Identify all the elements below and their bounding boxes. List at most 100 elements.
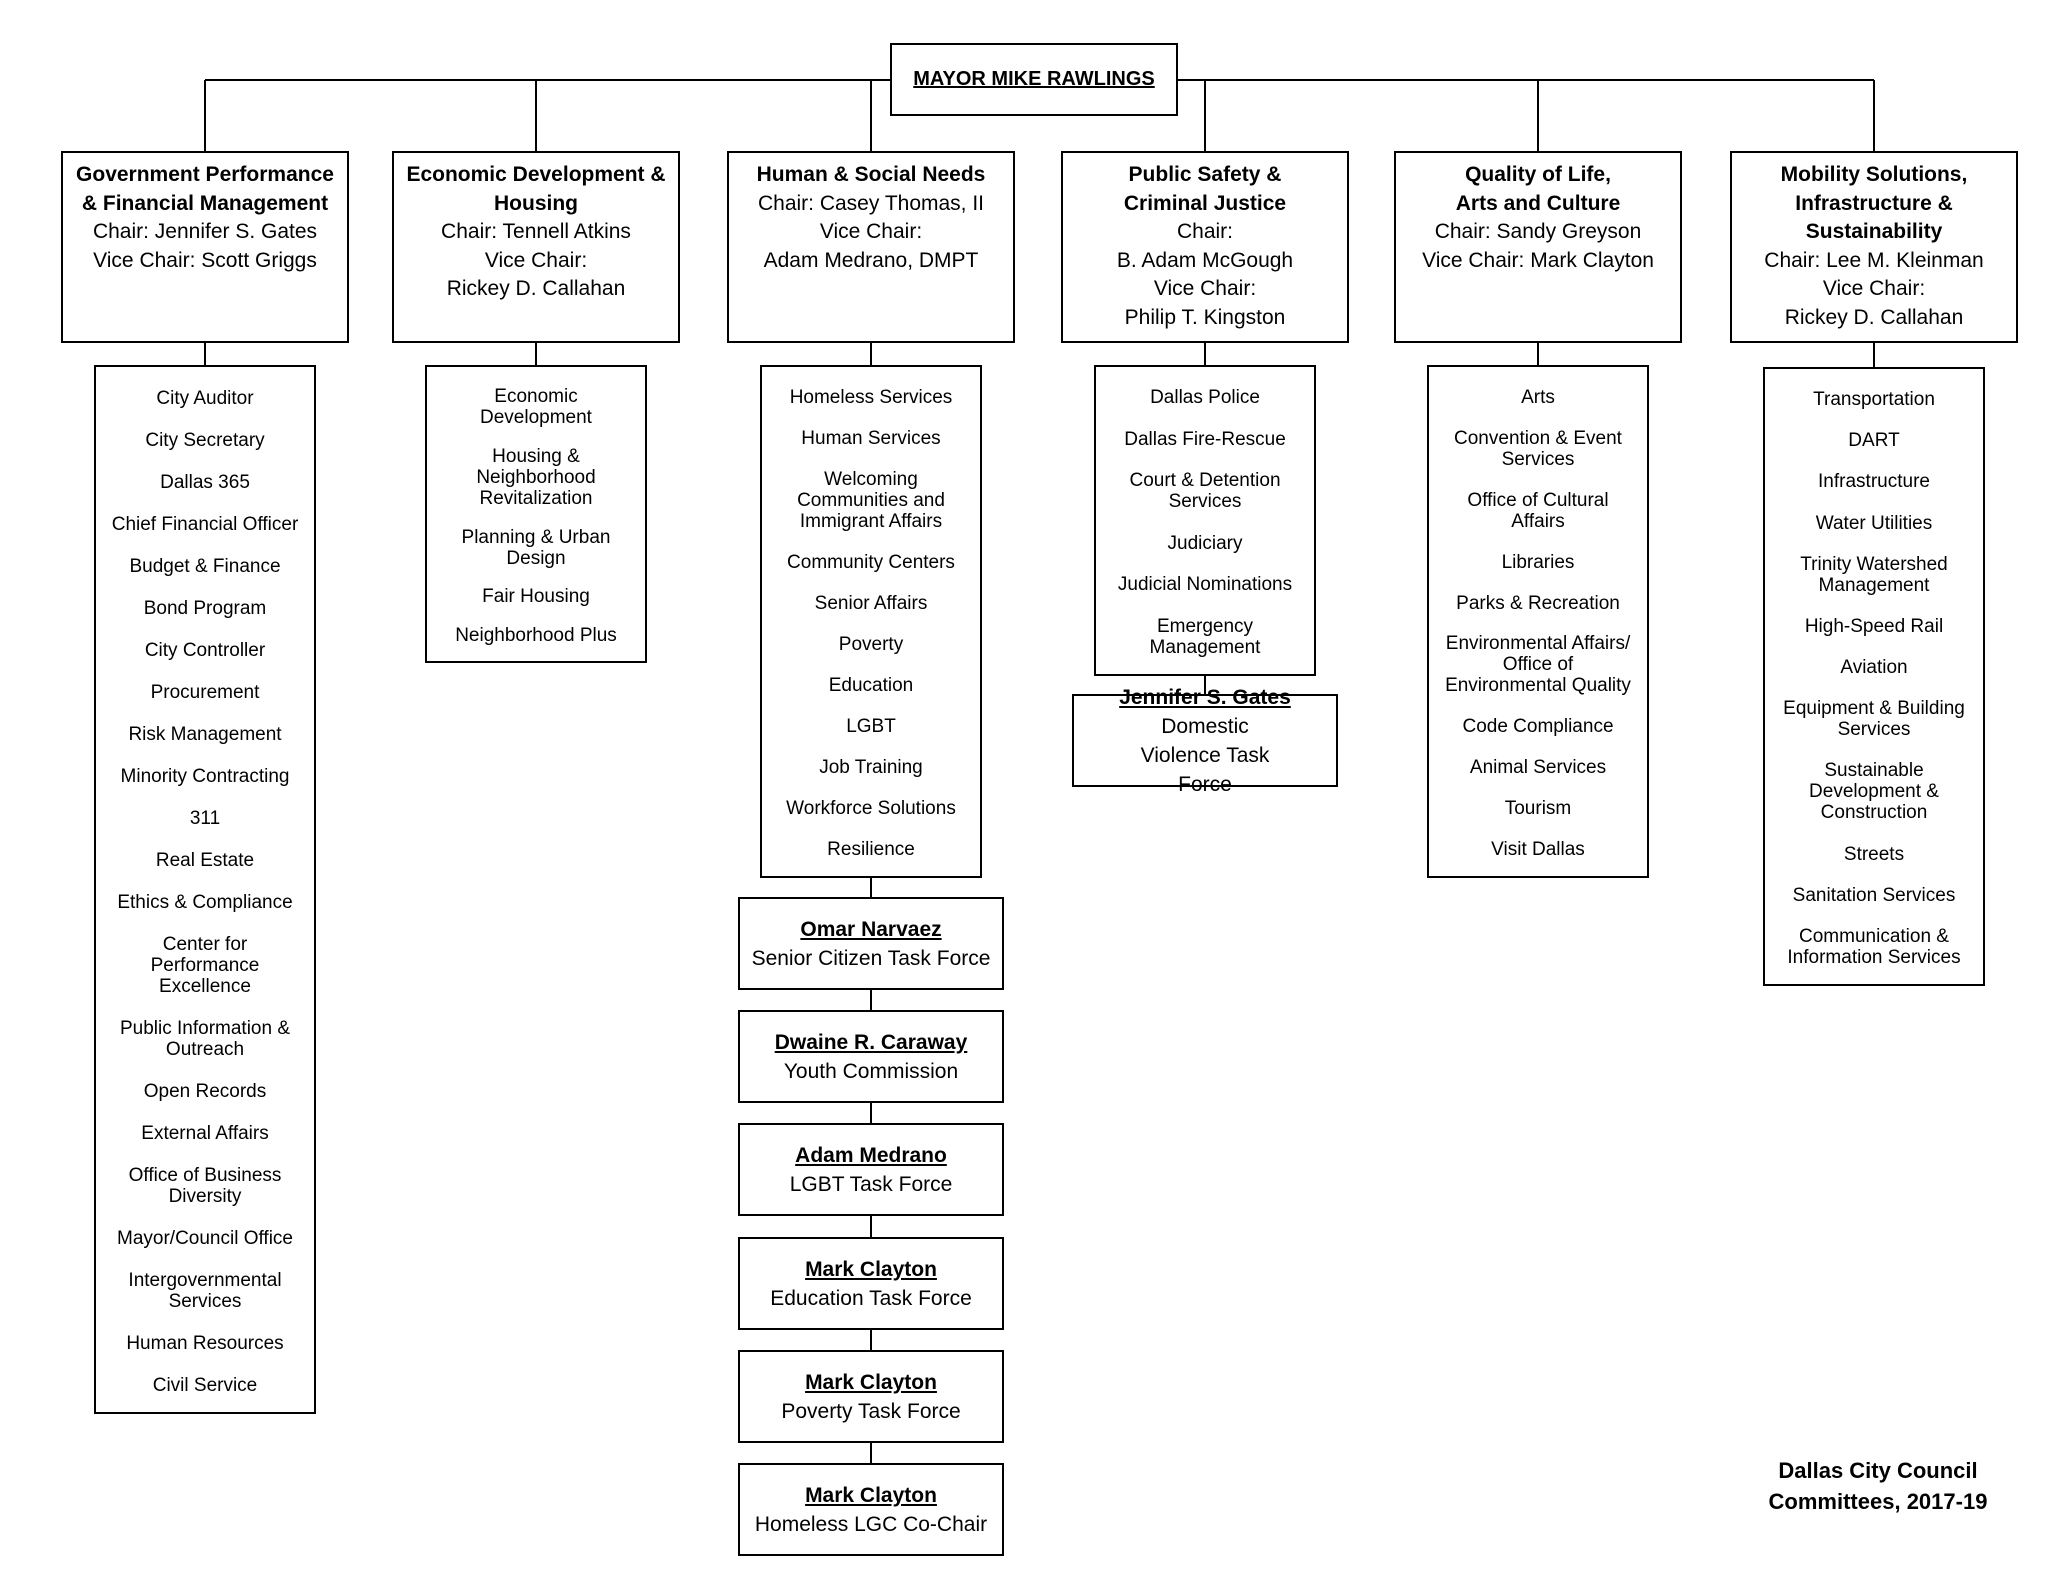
department-item-line: Parks & Recreation: [1456, 592, 1620, 614]
department-item-line: Sanitation Services: [1792, 884, 1956, 906]
department-item: Parks & Recreation: [1429, 593, 1647, 614]
committee-name: Mobility Solutions,: [1780, 163, 1968, 186]
committee-chair: Chair: Tennell Atkins: [441, 220, 631, 243]
committee-vice-chair: Vice Chair:: [484, 248, 588, 272]
department-item-line: Office of Business: [128, 1164, 282, 1186]
committee-vice-chair: Vice Chair: Scott Griggs: [93, 248, 317, 272]
committee-chair: Chair: Jennifer S. Gates: [92, 220, 318, 243]
department-item: Open Records: [96, 1081, 314, 1102]
department-item-line: Animal Services: [1469, 757, 1607, 779]
department-item: Animal Services: [1429, 757, 1647, 778]
committee-name: Quality of Life,: [1465, 163, 1611, 186]
department-item-line: Office of Cultural: [1467, 489, 1609, 511]
task-force-name: Senior Citizen Task Force: [751, 946, 991, 970]
department-item-line: Communication &: [1799, 925, 1949, 947]
department-item: External Affairs: [96, 1123, 314, 1144]
department-item-line: Management: [1818, 574, 1930, 596]
department-item-line: Poverty: [838, 634, 904, 655]
department-item: DART: [1765, 430, 1983, 451]
committee-name: Public Safety &: [1128, 163, 1282, 186]
department-item-line: Infrastructure: [1818, 471, 1930, 493]
committee-name: Economic Development &: [406, 163, 666, 186]
department-item-line: Development &: [1809, 781, 1939, 803]
department-item: City Auditor: [96, 388, 314, 409]
committee-name: Infrastructure &: [1795, 191, 1953, 215]
department-item-line: Arts: [1521, 386, 1555, 408]
committee-name: & Financial Management: [81, 191, 329, 215]
task-force-member: Jennifer S. Gates: [1119, 685, 1291, 709]
department-item: Senior Affairs: [762, 593, 980, 614]
department-item: Streets: [1765, 844, 1983, 865]
department-item-line: Diversity: [168, 1185, 242, 1207]
department-item-line: Neighborhood Plus: [455, 625, 617, 647]
department-item: Aviation: [1765, 657, 1983, 678]
committee-chair: Chair: Lee M. Kleinman: [1764, 248, 1984, 272]
department-item-line: Resilience: [827, 839, 915, 860]
task-force-name: Youth Commission: [783, 1059, 959, 1083]
department-item-line: Outreach: [165, 1038, 245, 1060]
department-item-line: Environmental Quality: [1445, 675, 1631, 697]
department-item: Communication &Information Services: [1765, 926, 1983, 968]
department-item-line: Transportation: [1813, 389, 1935, 411]
committee-vice-chair: Rickey D. Callahan: [446, 277, 626, 300]
department-item: LGBT: [762, 716, 980, 737]
department-item-line: High-Speed Rail: [1804, 615, 1944, 637]
department-item-line: Chief Financial Officer: [111, 513, 299, 535]
department-item-line: Homeless Services: [789, 387, 953, 408]
department-item-line: Visit Dallas: [1491, 839, 1585, 861]
department-item-line: City Auditor: [156, 387, 254, 409]
department-item-line: Minority Contracting: [120, 765, 290, 787]
department-item-line: DART: [1848, 430, 1900, 452]
department-item-line: Economic: [494, 385, 578, 407]
department-item-line: Services: [1837, 719, 1911, 741]
committee-name: Sustainability: [1805, 220, 1943, 243]
task-force-member: Mark Clayton: [805, 1370, 937, 1394]
department-item: Sanitation Services: [1765, 885, 1983, 906]
department-item: City Controller: [96, 640, 314, 661]
department-item-line: Welcoming: [824, 469, 918, 490]
task-force-name: Education Task Force: [770, 1286, 972, 1310]
department-item: Poverty: [762, 634, 980, 655]
department-item-line: Design: [506, 547, 566, 569]
department-item-line: Open Records: [143, 1080, 267, 1102]
department-item: Minority Contracting: [96, 766, 314, 787]
task-force-member: Mark Clayton: [805, 1483, 937, 1507]
task-force-member: Adam Medrano: [795, 1143, 947, 1167]
committee-vice-chair: Philip T. Kingston: [1124, 305, 1286, 329]
department-item-line: Water Utilities: [1815, 512, 1933, 534]
department-item: Dallas 365: [96, 472, 314, 493]
department-item-line: 311: [189, 807, 221, 829]
department-item-line: External Affairs: [141, 1122, 269, 1144]
department-item-line: Human Resources: [126, 1332, 284, 1354]
committee-box: Mobility Solutions, Infrastructure & Susta…: [1730, 151, 2018, 343]
committee-chair: Chair: Sandy Greyson: [1434, 220, 1642, 243]
department-item: Water Utilities: [1765, 513, 1983, 534]
department-item: Budget & Finance: [96, 556, 314, 577]
department-item-line: Civil Service: [152, 1374, 258, 1396]
committee-name: Criminal Justice: [1123, 191, 1287, 215]
department-item-line: Procurement: [150, 681, 260, 703]
department-item-line: Development: [480, 406, 592, 428]
task-force-name: Domestic Violence Task Force: [1140, 714, 1270, 796]
department-item-line: Ethics & Compliance: [117, 891, 293, 913]
department-item: Mayor/Council Office: [96, 1228, 314, 1249]
department-item: Civil Service: [96, 1375, 314, 1396]
department-item-line: Libraries: [1501, 551, 1575, 573]
